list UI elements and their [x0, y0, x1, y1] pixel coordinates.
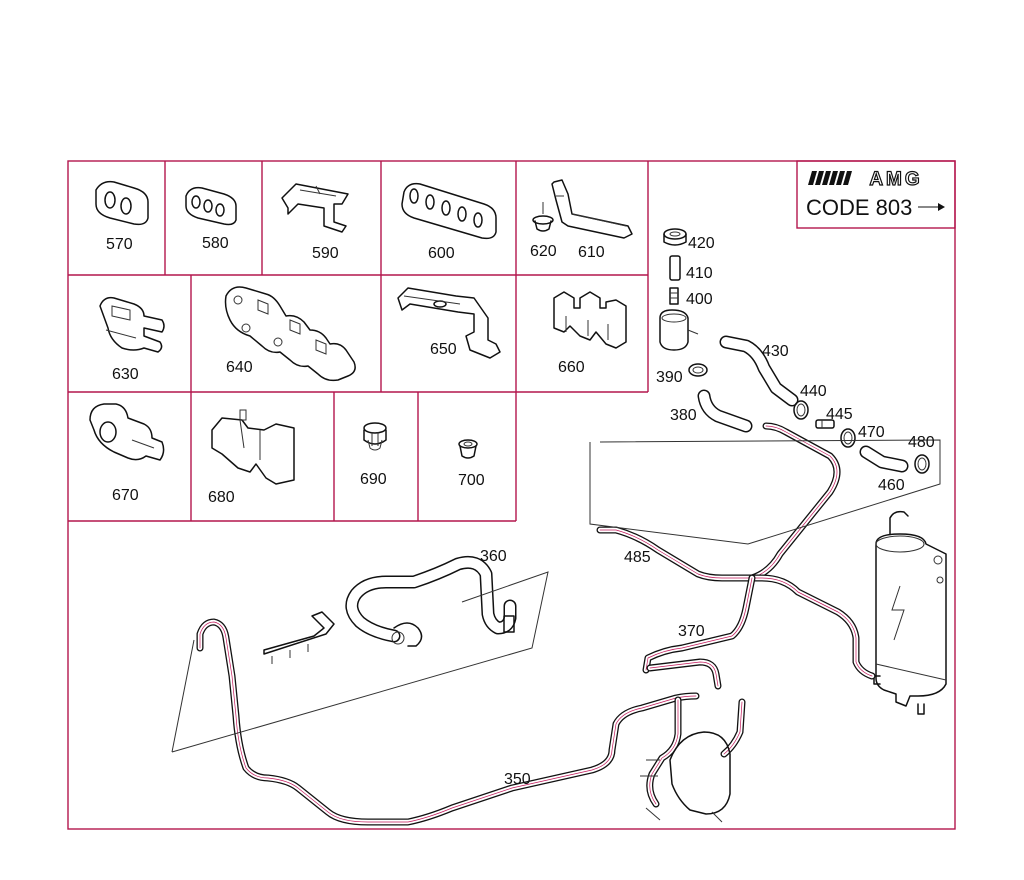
label-430: 430 [762, 343, 789, 360]
valve-445 [815, 419, 835, 429]
label-390: 390 [656, 369, 683, 386]
clip-600 [401, 182, 497, 240]
label-660: 660 [558, 359, 585, 376]
clamp-470 [840, 428, 856, 448]
code-label: CODE 803 [806, 195, 912, 220]
label-650: 650 [430, 341, 457, 358]
clamp-440 [793, 400, 809, 420]
clip-660 [553, 291, 627, 349]
pipe-370 [642, 574, 756, 690]
pipe-350 [196, 618, 700, 826]
label-460: 460 [878, 477, 905, 494]
amg-logo-text: AMG [869, 169, 922, 190]
grommet-700 [458, 439, 478, 459]
clamp-480 [914, 454, 930, 474]
label-580: 580 [202, 235, 229, 252]
clip-630 [99, 296, 165, 353]
hose-360 [345, 555, 517, 647]
label-440: 440 [800, 383, 827, 400]
clip-640 [224, 286, 356, 382]
clip-680 [211, 409, 295, 485]
valve-body [659, 309, 699, 351]
label-670: 670 [112, 487, 139, 504]
label-480: 480 [908, 434, 935, 451]
bracket-590 [281, 183, 349, 233]
arrow-right-icon [918, 203, 945, 211]
label-630: 630 [112, 366, 139, 383]
callout-labels: 570 580 590 600 620 610 630 640 650 660 … [106, 235, 935, 788]
bracket-610 [551, 179, 633, 239]
perspective-lines [171, 439, 941, 753]
bracket-650 [397, 287, 501, 359]
label-485: 485 [624, 549, 651, 566]
clip-580 [185, 186, 237, 226]
label-420: 420 [688, 235, 715, 252]
label-445: 445 [826, 406, 853, 423]
clip-570 [95, 180, 149, 226]
label-680: 680 [208, 489, 235, 506]
label-610: 610 [578, 244, 605, 261]
label-380: 380 [670, 407, 697, 424]
fitting-400 [669, 287, 679, 305]
amg-code-box: AMG CODE 803 [796, 160, 956, 229]
rail-bracket [263, 611, 335, 664]
hose-430 [719, 335, 799, 407]
pipe-485 [596, 422, 841, 582]
label-370: 370 [678, 623, 705, 640]
label-350: 350 [504, 771, 531, 788]
spring-nut-690 [363, 422, 387, 451]
label-690: 690 [360, 471, 387, 488]
hose-460 [859, 445, 909, 473]
hose-380 [697, 389, 753, 433]
label-470: 470 [858, 424, 885, 441]
filter-410 [669, 255, 681, 281]
tank-lines [640, 696, 746, 823]
cap-420 [663, 228, 687, 246]
label-410: 410 [686, 265, 713, 282]
label-360: 360 [480, 548, 507, 565]
label-590: 590 [312, 245, 339, 262]
label-570: 570 [106, 236, 133, 253]
clip-670 [89, 403, 165, 461]
label-400: 400 [686, 291, 713, 308]
label-620: 620 [530, 243, 557, 260]
label-700: 700 [458, 472, 485, 489]
charcoal-canister [873, 510, 947, 715]
grommet-620 [532, 202, 554, 232]
label-640: 640 [226, 359, 253, 376]
clamp-390 [688, 363, 708, 377]
label-600: 600 [428, 245, 455, 262]
pipe-to-canister [748, 574, 876, 680]
diagram-frame [67, 160, 956, 830]
amg-stripes-icon [808, 171, 852, 185]
